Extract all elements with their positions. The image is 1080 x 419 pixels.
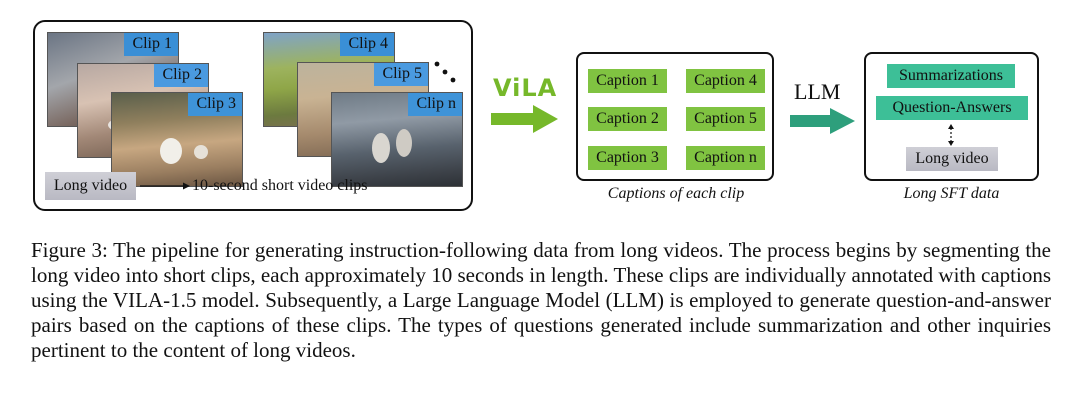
caption-chip: Caption 4 [686, 69, 765, 93]
clip-label: Clip 2 [154, 64, 208, 87]
clip-label: Clip 5 [374, 63, 428, 86]
bird-icon [194, 145, 208, 159]
arrow-right-icon [491, 105, 558, 133]
clip-label: Clip n [408, 93, 462, 116]
bird-icon [160, 138, 182, 164]
arrow-right-icon [140, 182, 190, 190]
bird-icon [396, 129, 412, 157]
ellipsis-icon [434, 61, 456, 83]
summarizations-chip: Summarizations [887, 64, 1015, 88]
llm-label: LLM [794, 79, 841, 104]
captions-panel-label: Captions of each clip [607, 185, 745, 202]
caption-chip: Caption n [686, 146, 765, 170]
caption-chip: Caption 2 [588, 107, 667, 131]
figure-caption: Figure 3: The pipeline for generating in… [31, 238, 1051, 362]
clip-label: Clip 1 [124, 33, 178, 56]
clips-panel: Clip 1 Clip 2 Clip 3 Clip 4 Clip 5 Clip … [33, 20, 473, 211]
clip-thumbnail: Clip n [331, 92, 463, 187]
vila-logo: ViLA [493, 74, 558, 102]
sft-panel-label: Long SFT data [903, 185, 1000, 202]
arrow-right-icon [790, 108, 855, 134]
long-video-chip: Long video [906, 147, 998, 171]
clip-thumbnail: Clip 3 [111, 92, 243, 187]
clips-description: 10-second short video clips [192, 177, 368, 194]
double-arrow-icon [948, 124, 954, 146]
caption-chip: Caption 5 [686, 107, 765, 131]
clip-label: Clip 4 [340, 33, 394, 56]
caption-chip: Caption 1 [588, 69, 667, 93]
question-answers-chip: Question-Answers [876, 96, 1028, 120]
caption-chip: Caption 3 [588, 146, 667, 170]
captions-panel: Caption 1 Caption 2 Caption 3 Caption 4 … [576, 52, 774, 181]
long-video-chip: Long video [45, 172, 136, 200]
bird-icon [372, 133, 390, 163]
sft-panel: Summarizations Question-Answers Long vid… [864, 52, 1039, 181]
clip-label: Clip 3 [188, 93, 242, 116]
